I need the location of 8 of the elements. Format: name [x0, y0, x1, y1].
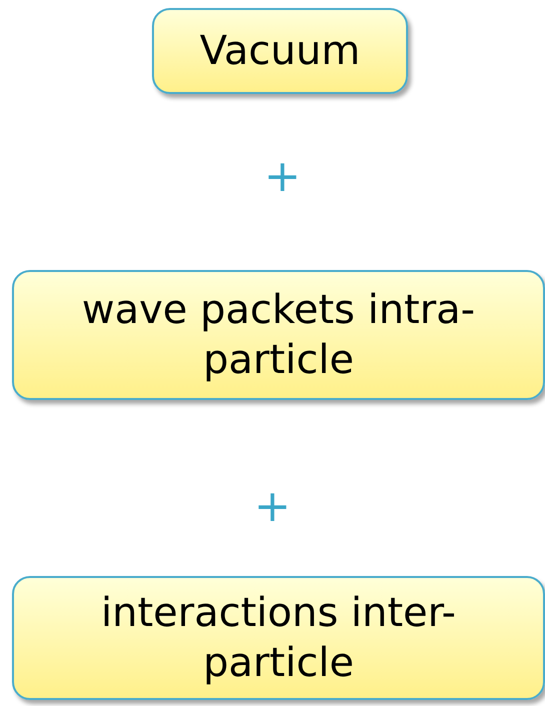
- plus-sign: +: [254, 485, 291, 529]
- plus-sign: +: [264, 155, 301, 199]
- box-label: Vacuum: [200, 27, 360, 76]
- box-label: wave packets intra-particle: [80, 286, 476, 385]
- text-box: [152, 8, 408, 94]
- text-box: [12, 270, 545, 400]
- box-label: interactions inter-particle: [100, 589, 457, 688]
- text-box: [12, 576, 545, 700]
